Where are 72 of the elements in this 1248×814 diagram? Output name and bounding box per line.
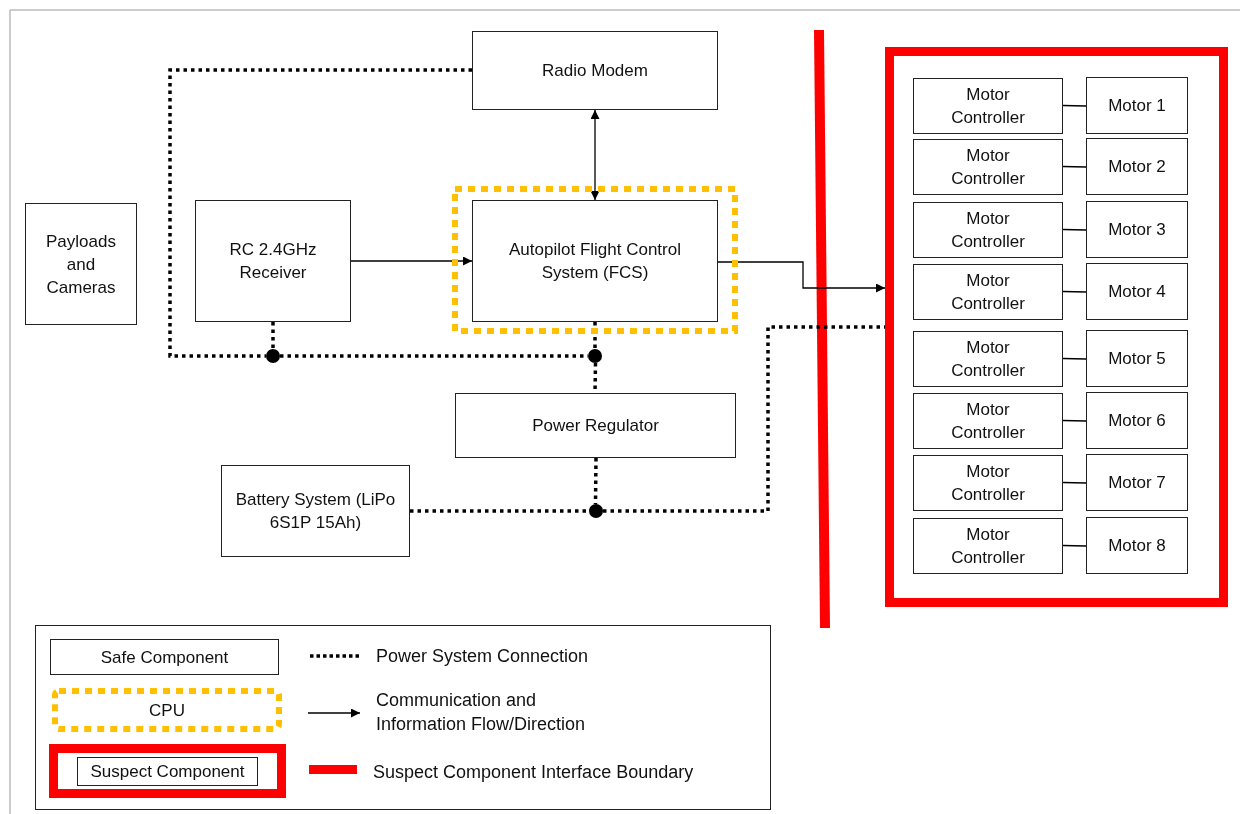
suspect-component-frame xyxy=(885,47,1228,607)
component-label: Motor Controller xyxy=(950,145,1026,190)
component-box xyxy=(1086,454,1188,511)
component-box xyxy=(913,518,1063,574)
component-label: Motor 2 xyxy=(1108,156,1166,178)
component-box xyxy=(221,465,410,557)
legend-label: Communication and Information Flow/Direction xyxy=(376,689,587,736)
component-box xyxy=(913,264,1063,320)
junction-dot xyxy=(266,349,280,363)
component-label: Motor Controller xyxy=(950,399,1026,444)
component-label: Motor Controller xyxy=(950,208,1026,253)
component-box xyxy=(472,200,718,322)
component-label: Battery System (LiPo 6S1P 15Ah) xyxy=(234,489,397,534)
component-label: Motor Controller xyxy=(950,270,1026,315)
connector-line xyxy=(1062,357,1087,360)
connector-line xyxy=(1062,290,1087,293)
component-label: Motor 4 xyxy=(1108,281,1166,303)
connector-line xyxy=(1062,481,1087,484)
component-label: Motor Controller xyxy=(950,524,1026,569)
legend-label: Power System Connection xyxy=(376,645,590,668)
component-label: Motor 1 xyxy=(1108,95,1166,117)
component-label: Motor 5 xyxy=(1108,348,1166,370)
cpu-outline xyxy=(452,186,738,334)
component-box xyxy=(1086,77,1188,134)
component-label: Motor Controller xyxy=(950,461,1026,506)
power-line xyxy=(593,322,597,349)
connector-line xyxy=(1062,165,1087,168)
component-label: Motor 8 xyxy=(1108,535,1166,557)
component-box xyxy=(1086,201,1188,258)
arrow xyxy=(350,256,473,266)
legend-label: Suspect Component xyxy=(77,756,258,786)
legend-label: Suspect Component Interface Boundary xyxy=(373,761,695,784)
legend-label: Safe Component xyxy=(100,646,229,669)
component-box xyxy=(1086,263,1188,320)
component-box xyxy=(195,200,351,322)
component-box xyxy=(1086,330,1188,387)
component-box xyxy=(472,31,718,110)
component-label: Motor Controller xyxy=(950,337,1026,382)
component-box xyxy=(913,139,1063,195)
component-label: Autopilot Flight Control System (FCS) xyxy=(508,239,682,284)
connector-line xyxy=(1062,104,1087,107)
junction-dot xyxy=(588,349,602,363)
power-line xyxy=(271,322,275,349)
component-box xyxy=(913,331,1063,387)
component-box xyxy=(913,393,1063,449)
component-box xyxy=(1086,392,1188,449)
component-label: Motor 7 xyxy=(1108,472,1166,494)
component-box xyxy=(1086,517,1188,574)
arrow xyxy=(717,261,886,293)
arrow xyxy=(590,109,600,201)
legend-label: CPU xyxy=(149,699,185,722)
junction-dot xyxy=(589,504,603,518)
power-line xyxy=(410,509,589,513)
component-box xyxy=(913,455,1063,511)
component-label: Motor Controller xyxy=(950,84,1026,129)
component-box xyxy=(913,78,1063,134)
connector-line xyxy=(1062,228,1087,231)
component-label: Payloads and Cameras xyxy=(45,230,117,299)
component-label: Motor 6 xyxy=(1108,410,1166,432)
component-label: Radio Modem xyxy=(542,60,648,82)
connector-line xyxy=(1062,419,1087,422)
power-line xyxy=(168,68,472,358)
component-box xyxy=(25,203,137,325)
connector-line xyxy=(1062,544,1087,547)
component-box xyxy=(1086,138,1188,195)
component-box xyxy=(913,202,1063,258)
power-line xyxy=(593,458,598,504)
component-label: RC 2.4GHz Receiver xyxy=(228,239,318,284)
component-label: Motor 3 xyxy=(1108,219,1166,241)
component-box xyxy=(455,393,736,458)
component-label: Power Regulator xyxy=(532,415,659,437)
power-line xyxy=(603,325,885,513)
